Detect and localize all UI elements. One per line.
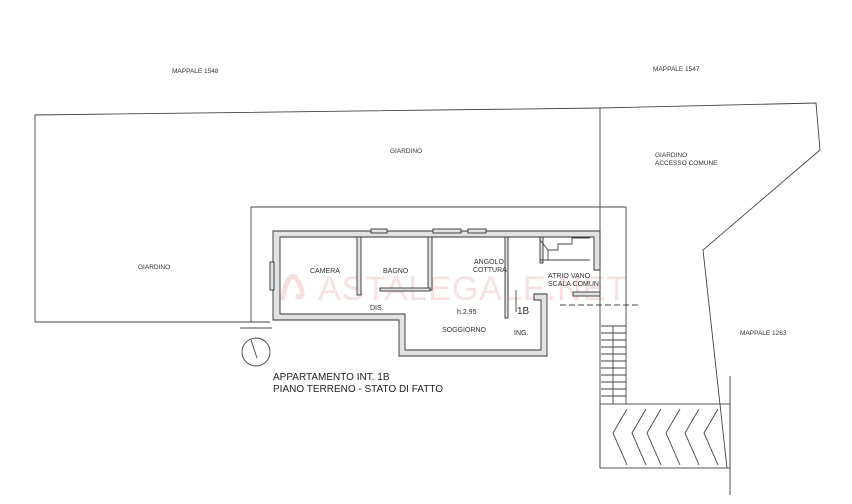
internal-stair xyxy=(539,237,590,261)
giardino-accesso-label-2: ACCESSO COMUNE xyxy=(655,160,718,167)
external-stairs xyxy=(601,325,626,404)
watermark: ASTALEGALE.NET xyxy=(279,270,628,308)
room-atrio: ATRIO VANO xyxy=(548,273,591,280)
mappale-1547-label: MAPPALE 1547 xyxy=(653,66,700,73)
room-soggiorno: SOGGIORNO xyxy=(442,327,487,334)
parking-chevrons xyxy=(612,408,719,466)
apartment-walls xyxy=(269,228,601,357)
giardino-left-label: GIARDINO xyxy=(138,264,170,271)
mappale-1548-label: MAPPALE 1548 xyxy=(172,68,219,75)
unit-label: 1B xyxy=(517,306,530,317)
mappale-1263-label: MAPPALE 1263 xyxy=(740,330,787,337)
plan-subtitle: PIANO TERRENO - STATO DI FATTO xyxy=(273,384,443,395)
giardino-top-label: GIARDINO xyxy=(390,148,422,155)
plan-title: APPARTAMENTO INT. 1B xyxy=(273,372,390,383)
room-angolo-cottura: ANGOLO xyxy=(474,259,505,266)
room-bagno: BAGNO xyxy=(383,268,409,275)
svg-text:ASTALEGALE.NET: ASTALEGALE.NET xyxy=(318,270,628,308)
room-angolo-cottura-2: COTTURA xyxy=(473,267,507,274)
room-camera: CAMERA xyxy=(310,268,340,275)
ceiling-height: h.2.95 xyxy=(457,309,477,316)
property-lines xyxy=(34,102,821,495)
room-dis: DIS. xyxy=(370,305,384,312)
giardino-accesso-label: GIARDINO xyxy=(655,152,687,159)
room-atrio-2: SCALA COMUNI xyxy=(548,281,601,288)
north-arrow-icon xyxy=(241,337,271,367)
room-ing: ING. xyxy=(514,330,528,337)
